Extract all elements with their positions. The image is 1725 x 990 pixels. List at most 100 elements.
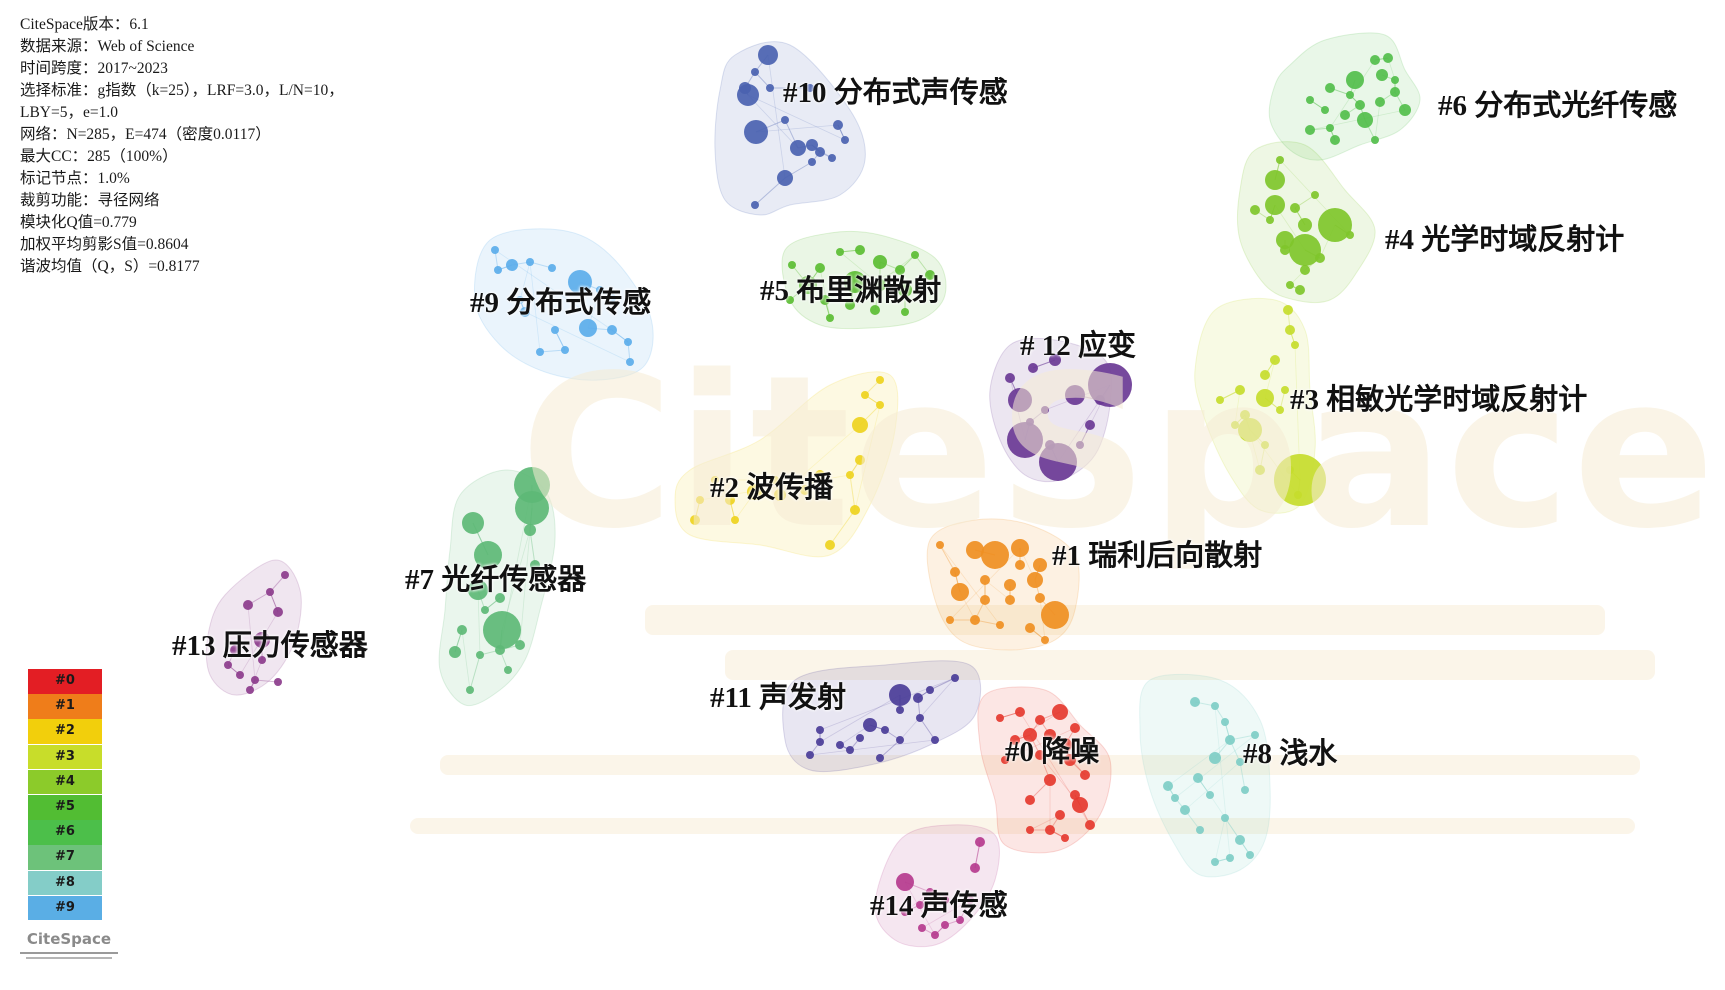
cluster-node[interactable] (483, 611, 521, 649)
cluster-node[interactable] (607, 325, 617, 335)
cluster-label-c5[interactable]: #5 布里渊散射 (760, 274, 942, 307)
cluster-node[interactable] (896, 736, 904, 744)
cluster-node[interactable] (777, 170, 793, 186)
cluster-node[interactable] (596, 286, 604, 294)
cluster-node[interactable] (506, 259, 518, 271)
cluster-node[interactable] (690, 515, 700, 525)
cluster-node[interactable] (1025, 623, 1035, 633)
cluster-node[interactable] (1280, 245, 1290, 255)
cluster-node[interactable] (243, 600, 253, 610)
cluster-node[interactable] (744, 120, 768, 144)
cluster-node[interactable] (1052, 704, 1068, 720)
cluster-node[interactable] (1041, 601, 1069, 629)
cluster-node[interactable] (1371, 136, 1379, 144)
cluster-node[interactable] (1298, 218, 1312, 232)
cluster-label-c2[interactable]: #2 波传播 (710, 471, 834, 504)
cluster-node[interactable] (981, 541, 1009, 569)
cluster-node[interactable] (1026, 826, 1034, 834)
cluster-node[interactable] (1023, 728, 1037, 742)
cluster-node[interactable] (1295, 285, 1305, 295)
cluster-node[interactable] (901, 908, 909, 916)
cluster-node[interactable] (515, 640, 525, 650)
cluster-node[interactable] (251, 676, 259, 684)
cluster-node[interactable] (808, 158, 816, 166)
cluster-node[interactable] (1064, 754, 1076, 766)
cluster-node[interactable] (896, 706, 904, 714)
cluster-node[interactable] (815, 263, 825, 273)
cluster-node[interactable] (608, 294, 616, 302)
cluster-node[interactable] (1058, 738, 1072, 752)
cluster-node[interactable] (881, 726, 889, 734)
cluster-node[interactable] (1076, 441, 1084, 449)
cluster-node[interactable] (1236, 758, 1244, 766)
cluster-node[interactable] (941, 896, 949, 904)
cluster-node[interactable] (815, 470, 825, 480)
cluster-node[interactable] (281, 571, 289, 579)
cluster-node[interactable] (889, 684, 911, 706)
cluster-node[interactable] (1025, 795, 1035, 805)
cluster-node[interactable] (1171, 794, 1179, 802)
cluster-node[interactable] (1270, 355, 1280, 365)
cluster-node[interactable] (1008, 388, 1032, 412)
cluster-node[interactable] (1321, 106, 1329, 114)
cluster-node[interactable] (1044, 729, 1056, 741)
cluster-node[interactable] (504, 666, 512, 674)
cluster-node[interactable] (1035, 715, 1045, 725)
cluster-node[interactable] (520, 307, 530, 317)
cluster-node[interactable] (916, 901, 924, 909)
cluster-node[interactable] (966, 896, 974, 904)
cluster-node[interactable] (551, 326, 559, 334)
cluster-node[interactable] (874, 279, 886, 291)
cluster-node[interactable] (766, 84, 774, 92)
cluster-node[interactable] (725, 495, 735, 505)
cluster-label-c6[interactable]: #6 分布式光纤传感 (1438, 89, 1678, 122)
cluster-label-c4[interactable]: #4 光学时域反射计 (1385, 223, 1625, 256)
cluster-node[interactable] (1261, 441, 1269, 449)
cluster-node[interactable] (931, 736, 939, 744)
cluster-node[interactable] (1211, 702, 1219, 710)
cluster-node[interactable] (855, 455, 865, 465)
cluster-node[interactable] (951, 583, 969, 601)
cluster-node[interactable] (466, 686, 474, 694)
cluster-node[interactable] (1005, 595, 1015, 605)
cluster-node[interactable] (926, 686, 934, 694)
cluster-node[interactable] (474, 541, 502, 569)
cluster-node[interactable] (1035, 750, 1045, 760)
cluster-node[interactable] (950, 567, 960, 577)
cluster-node[interactable] (1085, 420, 1095, 430)
cluster-node[interactable] (816, 738, 824, 746)
cluster-node[interactable] (1251, 731, 1259, 739)
cluster-node[interactable] (1330, 135, 1340, 145)
cluster-node[interactable] (1045, 825, 1055, 835)
cluster-node[interactable] (1276, 406, 1284, 414)
cluster-node[interactable] (1260, 370, 1270, 380)
cluster-node[interactable] (495, 593, 505, 603)
cluster-node[interactable] (876, 401, 884, 409)
cluster-label-c1[interactable]: #1 瑞利后向散射 (1052, 539, 1263, 572)
cluster-node[interactable] (1383, 53, 1393, 63)
cluster-node[interactable] (833, 120, 843, 130)
cluster-node[interactable] (852, 417, 868, 433)
cluster-node[interactable] (931, 931, 939, 939)
cluster-node[interactable] (476, 651, 484, 659)
cluster-node[interactable] (1015, 560, 1025, 570)
cluster-label-c10[interactable]: #10 分布式声传感 (783, 76, 1008, 109)
cluster-node[interactable] (1055, 810, 1065, 820)
cluster-node[interactable] (561, 346, 569, 354)
cluster-node[interactable] (1265, 170, 1285, 190)
cluster-node[interactable] (925, 270, 935, 280)
cluster-label-c9[interactable]: #9 分布式传感 (470, 286, 652, 319)
cluster-node[interactable] (1163, 781, 1173, 791)
cluster-node[interactable] (815, 147, 825, 157)
cluster-node[interactable] (758, 45, 778, 65)
cluster-node[interactable] (901, 308, 909, 316)
cluster-node[interactable] (1041, 636, 1049, 644)
cluster-node[interactable] (1193, 773, 1203, 783)
cluster-node[interactable] (1390, 87, 1400, 97)
cluster-node[interactable] (1391, 76, 1399, 84)
cluster-node[interactable] (799, 276, 817, 294)
cluster-node[interactable] (1326, 124, 1334, 132)
cluster-node[interactable] (1346, 91, 1354, 99)
cluster-node[interactable] (844, 271, 866, 293)
cluster-node[interactable] (236, 671, 244, 679)
